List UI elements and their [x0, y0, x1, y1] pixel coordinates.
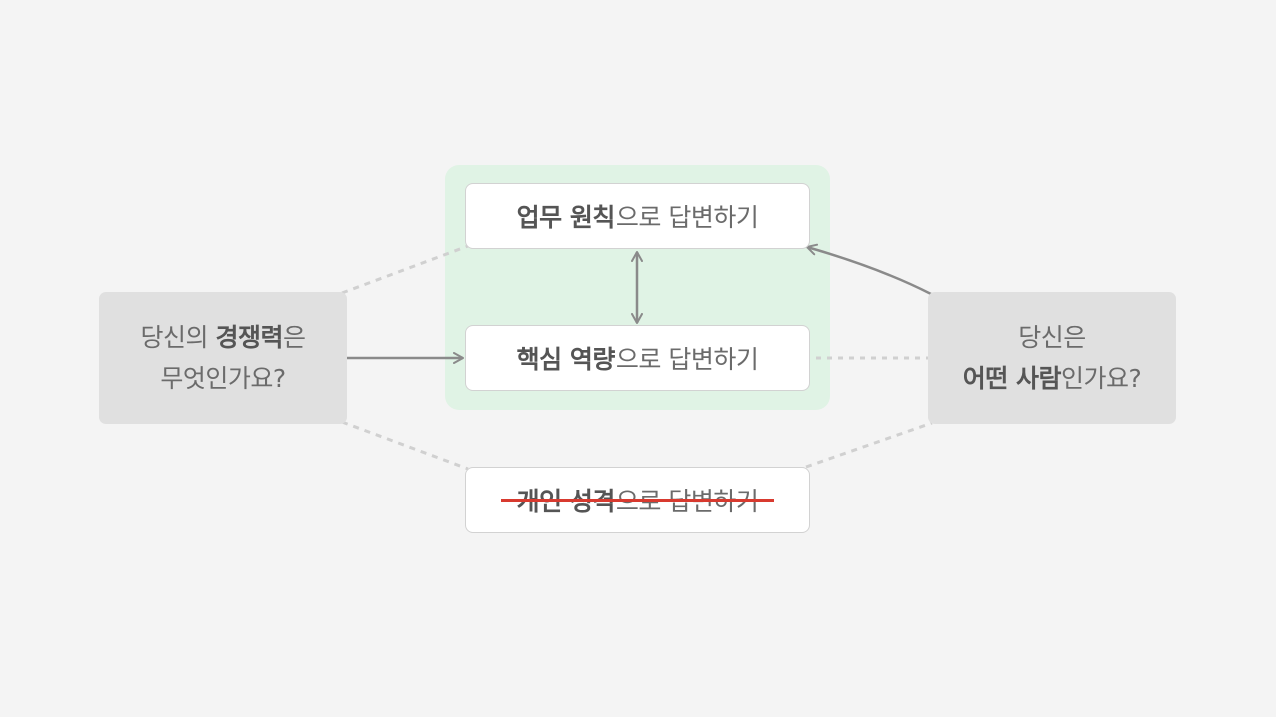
dashed-connector-left-bottom — [341, 420, 469, 471]
answer-core-competency-keyword: 핵심 역량 — [516, 345, 616, 374]
answer-work-principle-rest: 으로 답변하기 — [615, 203, 759, 232]
person-question-line2: 어떤 사람인가요? — [962, 364, 1142, 393]
strikethrough-line — [500, 499, 775, 502]
answer-work-principle-keyword: 업무 원칙 — [516, 203, 616, 232]
person-question-box: 당신은 어떤 사람인가요? — [928, 292, 1176, 424]
competency-question-line1: 당신의 경쟁력은 — [140, 323, 306, 352]
person-keyword: 어떤 사람 — [962, 364, 1062, 393]
competency-keyword: 경쟁력 — [215, 323, 283, 352]
person-question-line1: 당신은 — [1018, 323, 1086, 352]
competency-question-line2: 무엇인가요? — [160, 364, 286, 393]
competency-question-box: 당신의 경쟁력은 무엇인가요? — [99, 292, 347, 424]
dashed-connector-right-bottom — [805, 421, 933, 469]
answer-core-competency-rest: 으로 답변하기 — [615, 345, 759, 374]
